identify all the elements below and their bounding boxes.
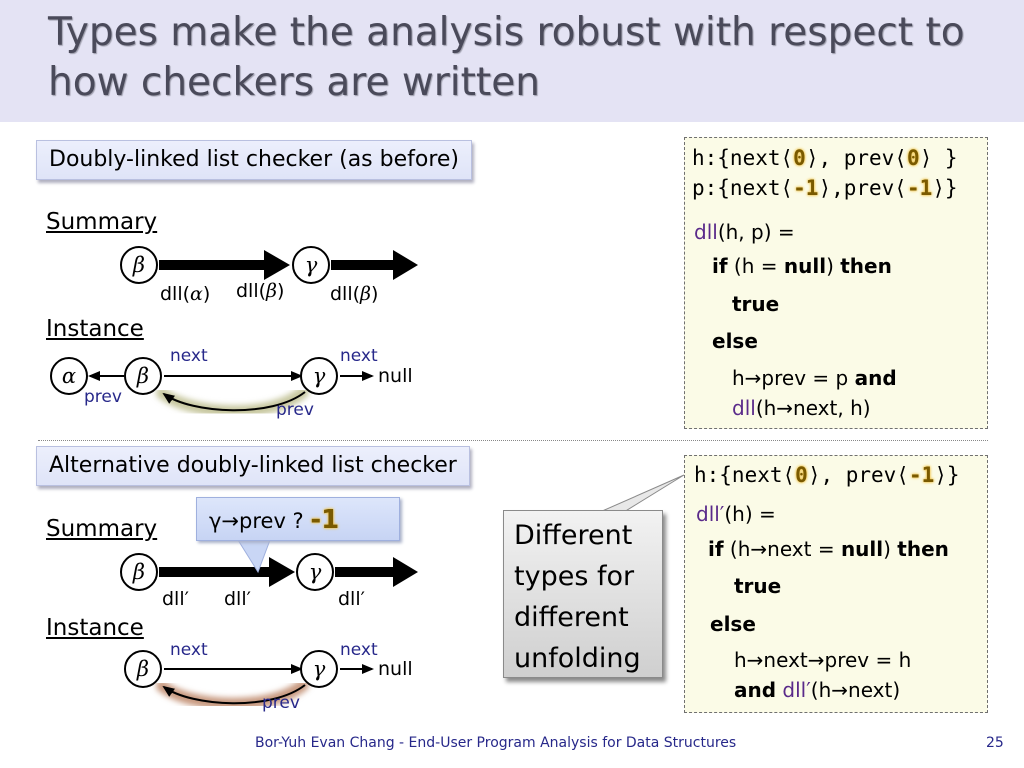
footer-text: Bor-Yuh Evan Chang - End-User Program An… bbox=[255, 735, 737, 751]
bottom-edge-label-prev: prev bbox=[262, 693, 300, 713]
prev-callout: γ→prev ? -1 bbox=[196, 497, 400, 541]
bottom-edge-label-next-2: next bbox=[340, 640, 378, 660]
section-separator bbox=[38, 440, 988, 441]
top-edge-label-prev-1: prev bbox=[84, 387, 122, 407]
different-types-note: Different types for different unfolding bbox=[503, 510, 663, 678]
note-line-2: types for bbox=[514, 561, 635, 592]
bottom-summary-node-beta: β bbox=[120, 553, 158, 591]
bottom-code-line-3: true bbox=[734, 574, 782, 598]
bottom-edge-label-next-1: next bbox=[170, 640, 208, 660]
bottom-code-line-1: dll′(h) = bbox=[696, 502, 776, 526]
top-checker-label: Doubly-linked list checker (as before) bbox=[49, 147, 460, 172]
top-code-line-4: else bbox=[712, 329, 758, 353]
top-code-line-1: dll(h, p) = bbox=[694, 220, 795, 244]
top-summary-node-beta: β bbox=[120, 246, 158, 284]
top-summary-dll-alpha: dll(α) bbox=[160, 283, 211, 305]
callout-value: -1 bbox=[310, 505, 340, 535]
callout-question: γ→prev ? bbox=[209, 509, 311, 533]
bottom-code-line-5: h→next→prev = h bbox=[734, 648, 912, 672]
bottom-summary-dll-prime-2: dll′ bbox=[224, 588, 251, 610]
top-code-line-3: true bbox=[732, 292, 780, 316]
bottom-summary-node-gamma: γ bbox=[296, 553, 334, 591]
top-edge-label-next-2: next bbox=[340, 346, 378, 366]
bottom-code-box bbox=[684, 455, 988, 713]
top-summary-edge-2 bbox=[331, 250, 418, 280]
bottom-instance-label: Instance bbox=[46, 615, 144, 641]
top-instance-node-alpha: α bbox=[50, 357, 88, 395]
bottom-summary-edge-1 bbox=[159, 557, 295, 587]
bottom-type-h: h:{next⟨0⟩, prev⟨-1⟩} bbox=[694, 463, 960, 487]
top-code-line-2: if (h = null) then bbox=[712, 254, 892, 278]
bottom-code-line-6: and dll′(h→next) bbox=[734, 678, 901, 702]
bottom-checker-box: Alternative doubly-linked list checker bbox=[36, 446, 470, 486]
bottom-null-label: null bbox=[378, 658, 413, 680]
top-summary-label: Summary bbox=[46, 209, 158, 235]
bottom-code-line-4: else bbox=[710, 612, 756, 636]
top-type-p: p:{next⟨-1⟩,prev⟨-1⟩} bbox=[692, 176, 958, 200]
bottom-code-line-2: if (h→next = null) then bbox=[708, 537, 949, 561]
page-number: 25 bbox=[986, 735, 1004, 751]
bottom-checker-label: Alternative doubly-linked list checker bbox=[49, 453, 457, 478]
top-summary-dll-beta-2: dll(β) bbox=[330, 283, 379, 305]
top-null-label: null bbox=[378, 365, 413, 387]
top-checker-box: Doubly-linked list checker (as before) bbox=[36, 140, 473, 180]
top-instance-label: Instance bbox=[46, 316, 144, 342]
top-edge-label-prev-2: prev bbox=[276, 400, 314, 420]
top-edge-gamma-beta bbox=[162, 391, 306, 412]
top-summary-node-gamma: γ bbox=[292, 246, 330, 284]
top-summary-edge-1 bbox=[159, 250, 290, 280]
bottom-summary-dll-prime-3: dll′ bbox=[338, 588, 365, 610]
note-line-3: different bbox=[514, 602, 629, 633]
bottom-instance-node-gamma: γ bbox=[300, 650, 338, 688]
bottom-summary-dll-prime-1: dll′ bbox=[162, 588, 189, 610]
bottom-instance-node-beta: β bbox=[124, 650, 162, 688]
bottom-summary-edge-2 bbox=[335, 557, 418, 587]
top-instance-node-gamma: γ bbox=[300, 357, 338, 395]
bottom-summary-label: Summary bbox=[46, 516, 158, 542]
top-edge-label-next-1: next bbox=[170, 346, 208, 366]
top-code-box bbox=[684, 137, 988, 429]
note-line-1: Different bbox=[514, 520, 633, 551]
note-line-4: unfolding bbox=[514, 643, 641, 674]
top-code-line-5: h→prev = p and bbox=[732, 366, 897, 390]
slide-title: Types make the analysis robust with resp… bbox=[48, 10, 965, 105]
title-band bbox=[0, 0, 1024, 122]
bottom-edge-gamma-beta bbox=[162, 684, 306, 705]
top-instance-node-beta: β bbox=[124, 357, 162, 395]
top-type-h: h:{next⟨0⟩, prev⟨0⟩ } bbox=[692, 146, 958, 170]
top-code-line-6: dll(h→next, h) bbox=[732, 396, 871, 420]
top-summary-dll-beta-1: dll(β) bbox=[236, 280, 285, 302]
